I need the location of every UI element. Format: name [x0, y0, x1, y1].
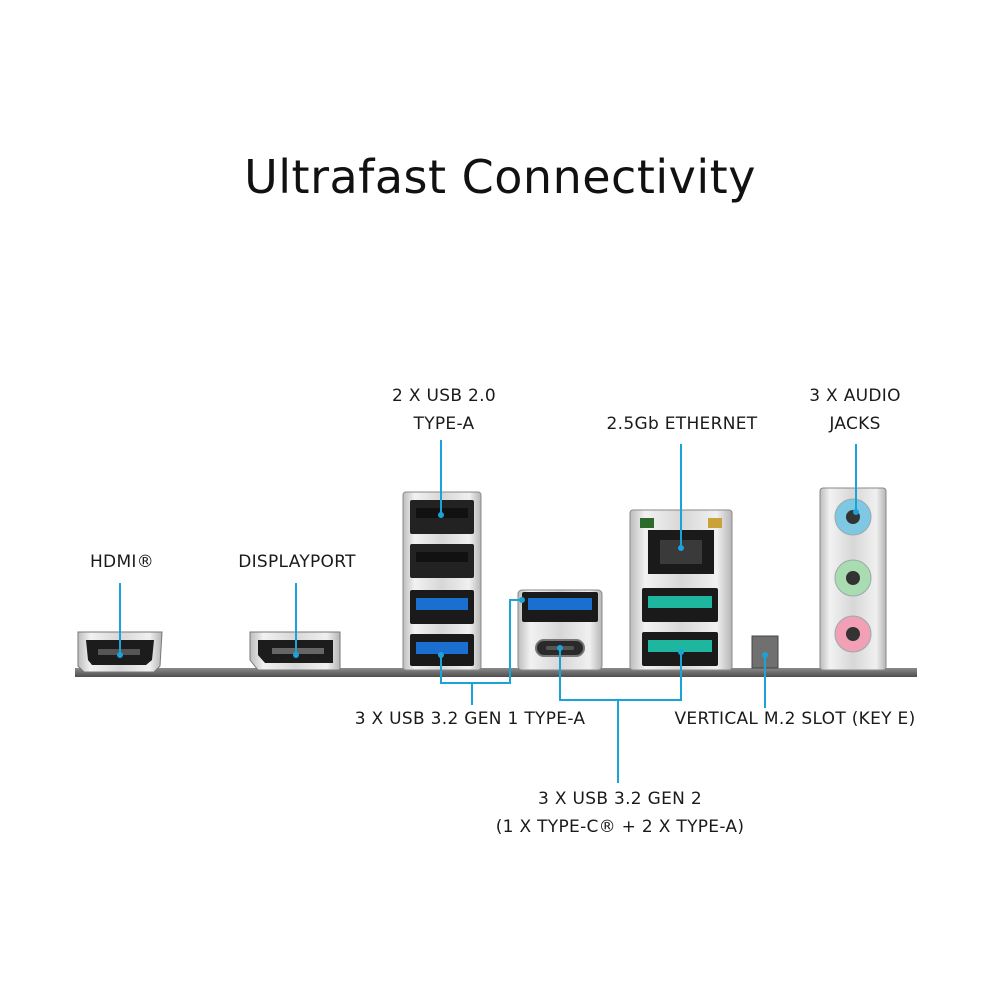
page-title: Ultrafast Connectivity: [244, 150, 756, 204]
callout-lines: [119, 440, 857, 783]
label-displayport: DISPLAYPORT: [238, 552, 356, 572]
usb-stack-left: [402, 491, 482, 671]
label-ethernet: 2.5Gb ETHERNET: [606, 414, 758, 434]
label-usb20: 2 X USB 2.0 TYPE-A: [392, 386, 496, 434]
ethernet-usb-stack: [629, 509, 733, 671]
label-usb32-gen1: 3 X USB 3.2 GEN 1 TYPE-A: [354, 709, 586, 729]
label-hdmi: HDMI®: [89, 552, 155, 572]
io-plate: [75, 668, 917, 677]
callout-dots: [117, 509, 859, 658]
audio-jacks: [819, 487, 887, 671]
label-m2-slot: VERTICAL M.2 SLOT (KEY E): [674, 709, 916, 729]
label-usb32-gen2: 3 X USB 3.2 GEN 2 (1 X TYPE-C® + 2 X TYP…: [495, 789, 745, 837]
label-audio: 3 X AUDIO JACKS: [809, 386, 901, 434]
usb-typec-stack: [517, 589, 603, 671]
